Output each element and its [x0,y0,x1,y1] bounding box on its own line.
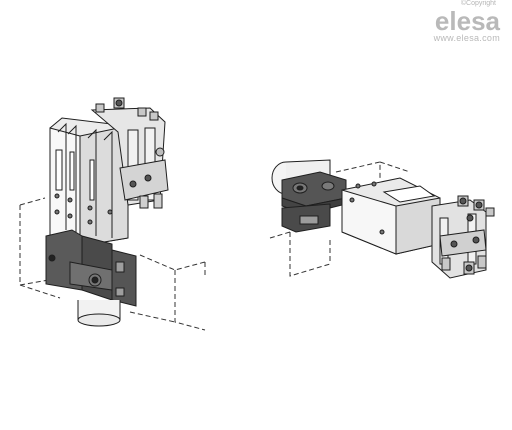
vertical-clamp-assembly [19,97,206,331]
brand-watermark: ©Copyright elesa www.elesa.com [410,0,500,43]
link-mechanism-right [431,195,495,279]
clamp-left [45,229,137,307]
dashed-frame-left [19,197,206,331]
shaft-left [77,300,121,327]
clamp-right [281,171,347,233]
dashed-frame-right [269,161,411,277]
copyright-text: ©Copyright [460,0,496,7]
housing-block-right [341,177,441,255]
elesa-logo: elesa [434,6,500,36]
housing-block-left [49,117,129,247]
website-text: www.elesa.com [433,33,500,43]
horizontal-clamp-assembly [269,159,495,279]
link-mechanism-left [90,97,169,209]
